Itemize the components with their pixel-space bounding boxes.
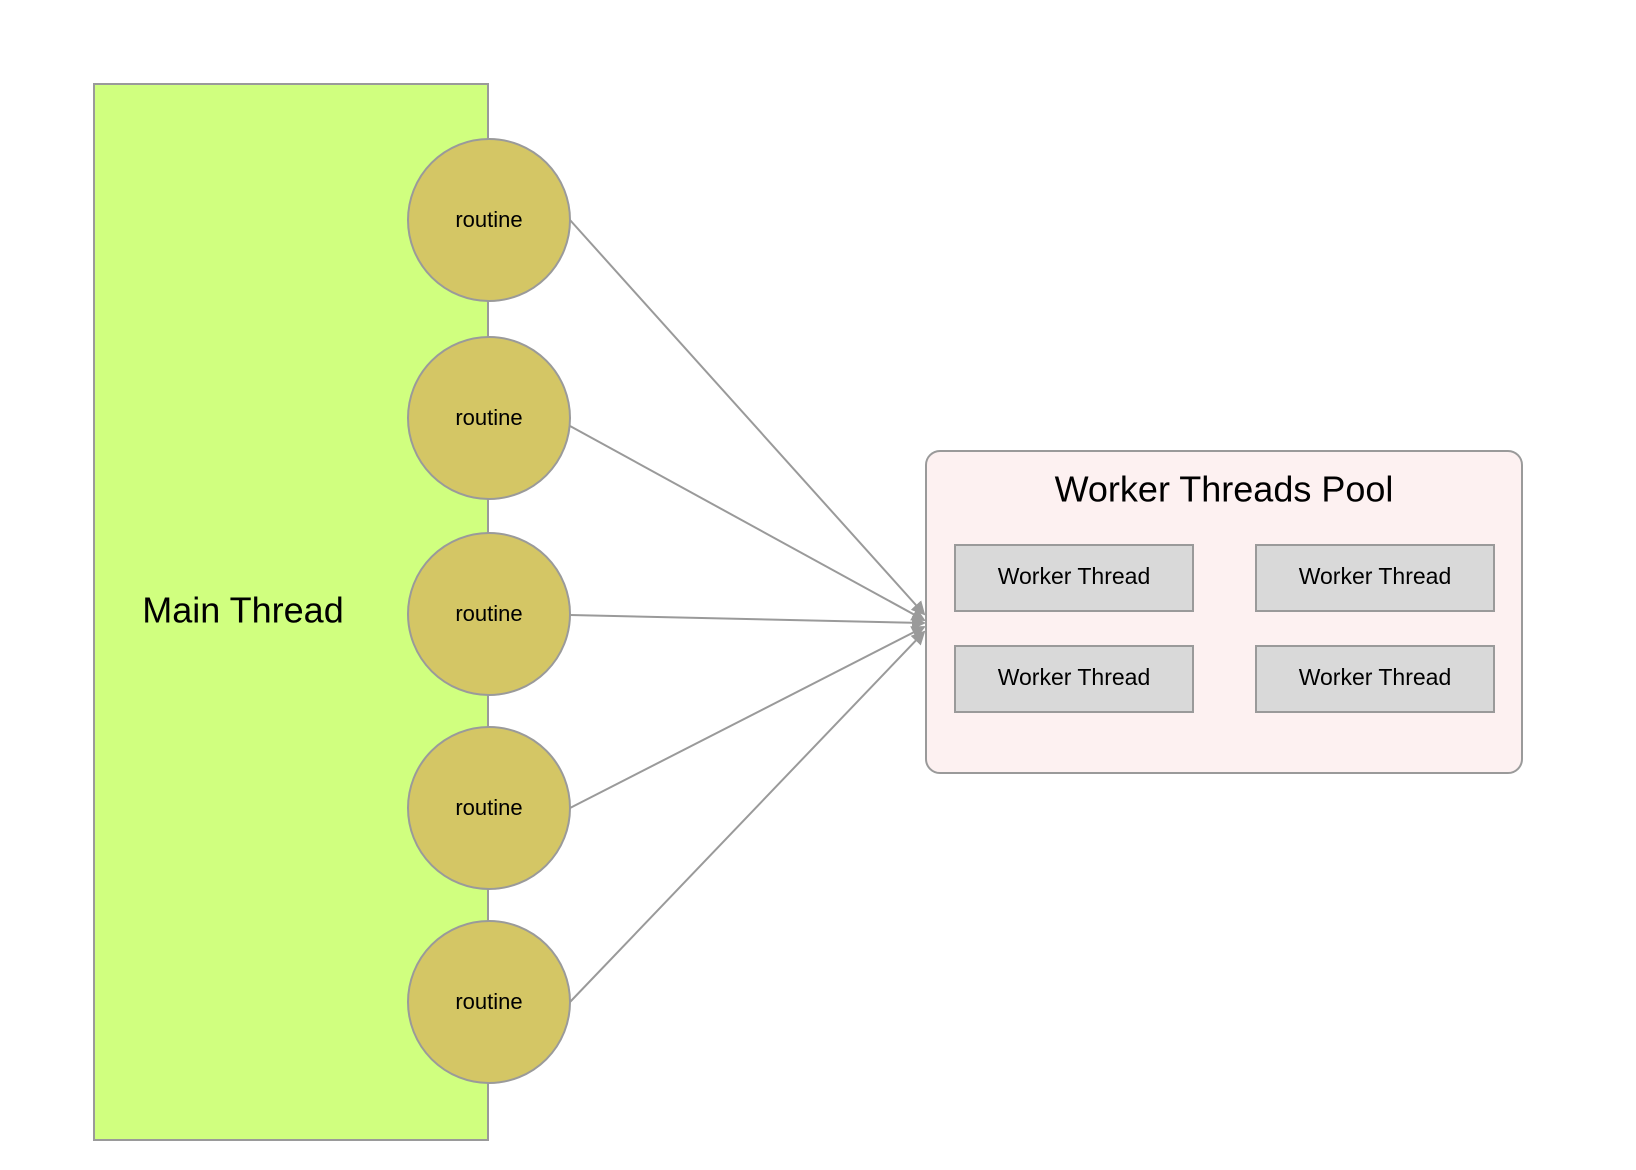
routines-group: routine routine routine routine routine — [407, 138, 571, 1084]
worker-thread-rect — [1255, 544, 1495, 612]
routine-circle — [407, 138, 571, 302]
worker-thread-label: Worker Thread — [1299, 563, 1452, 589]
routine-node: routine — [407, 336, 571, 500]
routine-circle — [407, 920, 571, 1084]
routine-label: routine — [455, 989, 522, 1014]
worker-thread: Worker Thread — [1255, 645, 1495, 713]
worker-thread-rect — [954, 645, 1194, 713]
arrow-routine-2 — [569, 425, 926, 621]
arrow-routine-4 — [569, 626, 926, 809]
routine-node: routine — [407, 138, 571, 302]
routine-node: routine — [407, 726, 571, 890]
arrow-routine-1 — [569, 219, 926, 616]
main-thread-label: Main Thread — [142, 590, 343, 631]
routine-node: routine — [407, 920, 571, 1084]
worker-thread-label: Worker Thread — [998, 563, 1151, 589]
arrow-routine-3 — [569, 614, 926, 630]
routine-circle — [407, 336, 571, 500]
worker-thread-rect — [1255, 645, 1495, 713]
arrow-routine-5 — [569, 630, 926, 1003]
routine-node: routine — [407, 532, 571, 696]
worker-thread: Worker Thread — [1255, 544, 1495, 612]
routine-label: routine — [455, 795, 522, 820]
worker-thread: Worker Thread — [954, 645, 1194, 713]
routine-circle — [407, 532, 571, 696]
routine-circle — [407, 726, 571, 890]
routine-label: routine — [455, 405, 522, 430]
worker-thread-label: Worker Thread — [998, 664, 1151, 690]
worker-thread-rect — [954, 544, 1194, 612]
arrows-group — [569, 219, 926, 1003]
routine-label: routine — [455, 601, 522, 626]
worker-thread: Worker Thread — [954, 544, 1194, 612]
worker-pool-title: Worker Threads Pool — [1055, 469, 1394, 510]
routine-label: routine — [455, 207, 522, 232]
worker-pool: Worker Threads Pool Worker Thread Worker… — [925, 450, 1523, 774]
worker-thread-label: Worker Thread — [1299, 664, 1452, 690]
